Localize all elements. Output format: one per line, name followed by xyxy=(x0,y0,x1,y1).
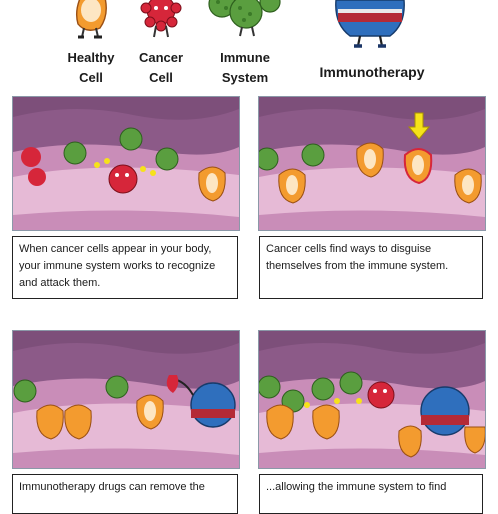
legend-immune-label: Immune System xyxy=(220,50,270,85)
discarded-disguise xyxy=(398,425,485,458)
legend-cancer: Cancer Cell xyxy=(126,0,196,85)
immune-cell xyxy=(13,375,129,403)
legend-immune: Immune System xyxy=(202,0,288,85)
panel-4-illustration xyxy=(258,330,486,469)
immune-cell xyxy=(259,143,325,171)
healthy-cell xyxy=(356,142,384,178)
healthy-cell xyxy=(278,168,306,204)
disguised-cancer-cell xyxy=(403,148,433,185)
panel-1-illustration xyxy=(12,96,240,231)
yellow-dot-trail-icon xyxy=(304,398,362,408)
healthy-cell xyxy=(36,404,92,440)
immune-cell-icon xyxy=(208,0,281,37)
panel-2-caption: Cancer cells find ways to disguise thems… xyxy=(259,236,483,299)
legend-cancer-label: Cancer Cell xyxy=(138,50,184,85)
healthy-cell-icon xyxy=(75,0,107,39)
immunotherapy-hero xyxy=(166,375,236,428)
panel-1-caption: When cancer cells appear in your body, y… xyxy=(12,236,238,299)
healthy-cell xyxy=(198,166,226,202)
cancer-cell xyxy=(108,164,138,194)
panel-4-caption: ...allowing the immune system to find xyxy=(259,474,483,514)
cancer-cell xyxy=(367,381,395,409)
immunotherapy-hero xyxy=(420,386,470,436)
immune-cell xyxy=(63,127,179,171)
yellow-down-arrow-icon xyxy=(407,112,431,140)
cancer-cell-icon xyxy=(140,0,182,38)
panel-2-illustration xyxy=(258,96,486,231)
panel-3-caption: Immunotherapy drugs can remove the xyxy=(12,474,238,514)
healthy-cell xyxy=(454,168,482,204)
healthy-cell xyxy=(266,404,340,440)
panel-3-illustration xyxy=(12,330,240,469)
yellow-dot-trail-icon xyxy=(94,158,156,176)
immunotherapy-hero-icon xyxy=(335,0,405,48)
immune-cell xyxy=(259,371,363,413)
cancer-cell xyxy=(21,147,46,186)
legend-healthy: Healthy Cell xyxy=(56,0,126,85)
legend-healthy-label: Healthy Cell xyxy=(67,50,115,85)
healthy-cell xyxy=(136,394,164,430)
hero-title: Immunotherapy xyxy=(319,64,425,80)
